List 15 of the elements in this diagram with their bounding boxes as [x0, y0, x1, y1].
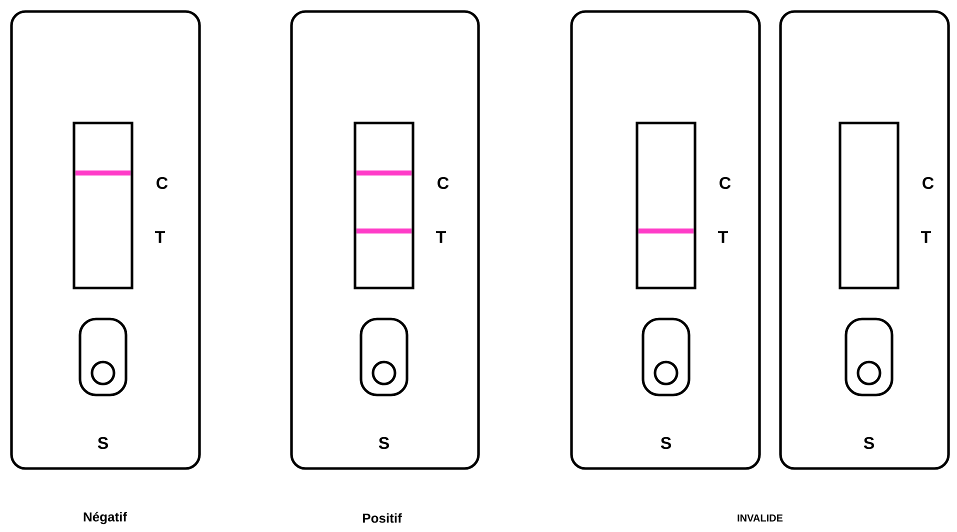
letter-label: S	[660, 436, 672, 450]
letter-label: T	[155, 231, 166, 243]
letter-label: C	[438, 176, 449, 190]
letter-label: S	[98, 436, 108, 450]
letter-label: T	[436, 231, 446, 243]
letter-label: C	[156, 176, 168, 190]
letter-label: C	[922, 176, 934, 190]
letter-label: S	[864, 436, 874, 450]
letter-label: S	[378, 436, 390, 450]
letter-label: T	[718, 231, 728, 243]
caption: Négatif	[84, 512, 128, 524]
caption: INVALIDE	[738, 514, 783, 522]
letter-label: C	[720, 176, 731, 190]
letter-label: T	[921, 231, 932, 243]
caption: Positif	[363, 513, 402, 523]
